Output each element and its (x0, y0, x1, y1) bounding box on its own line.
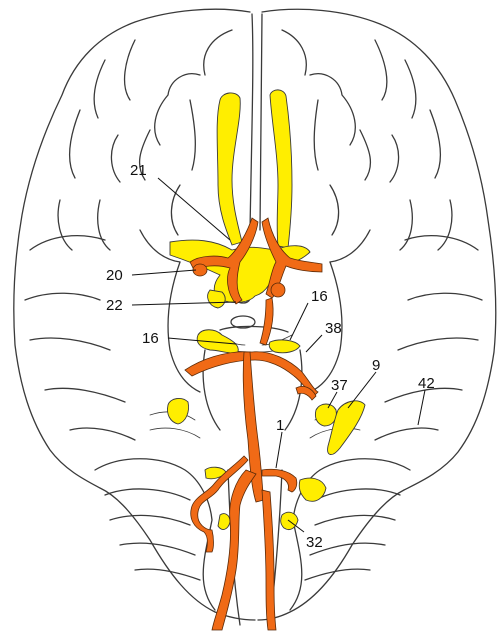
glossopharyngeal-vagus-right (299, 478, 326, 501)
left-hemisphere-outline (14, 9, 255, 620)
label-16-left: 16 (142, 331, 159, 346)
accessory-left (218, 514, 230, 530)
longitudinal-fissure (250, 14, 253, 230)
label-9: 9 (372, 358, 380, 373)
label-37: 37 (331, 378, 348, 393)
gyri-left-frontal (70, 30, 232, 235)
leader-20 (132, 270, 196, 275)
label-1: 1 (276, 418, 284, 433)
gyri-left-temporal (25, 200, 180, 440)
right-middle-cerebral-origin (271, 283, 285, 297)
label-21: 21 (130, 163, 147, 178)
oculomotor-nerve-right (269, 340, 300, 353)
label-32: 32 (306, 535, 323, 550)
leader-1 (276, 432, 282, 468)
vertebral-artery-right (262, 490, 276, 630)
label-22: 22 (106, 298, 123, 313)
cerebellum-left (95, 459, 215, 610)
right-hemisphere-outline (258, 9, 496, 620)
trigeminal-nerve-right (315, 404, 336, 426)
label-42: 42 (418, 376, 435, 391)
aica-right (262, 469, 297, 492)
right-olfactory-tract (270, 90, 292, 248)
optic-nerve-lower (208, 290, 226, 308)
leader-42 (418, 390, 425, 425)
leader-16-right (290, 303, 308, 340)
leader-38 (306, 335, 322, 352)
trigeminal-nerve-left (167, 398, 188, 424)
label-38: 38 (325, 321, 342, 336)
posterior-communicating-right (260, 298, 273, 345)
gyri-right-frontal (282, 30, 440, 235)
label-20: 20 (106, 268, 123, 283)
label-16-right: 16 (311, 289, 328, 304)
left-olfactory-tract (217, 93, 242, 245)
fissure-right-edge (260, 14, 262, 230)
vertebral-artery-left (212, 470, 256, 630)
